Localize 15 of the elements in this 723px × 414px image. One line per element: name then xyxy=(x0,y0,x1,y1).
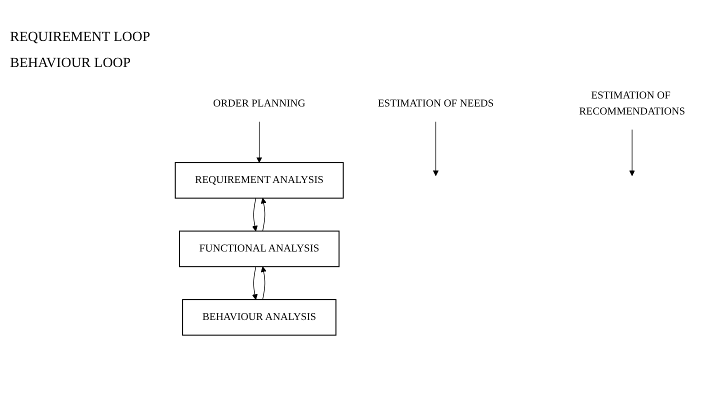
node-text: ORDER PLANNING xyxy=(213,98,306,110)
arrow xyxy=(260,266,267,300)
loop-label: BEHAVIOUR LOOP xyxy=(10,56,132,72)
arrow xyxy=(432,122,439,176)
node-text: ESTIMATION OF RECOMMENDATIONS xyxy=(579,90,686,118)
arrow xyxy=(260,198,267,232)
node-box: REQUIREMENT ANALYSIS xyxy=(174,162,344,199)
loop-label: REQUIREMENT LOOP xyxy=(10,30,152,46)
arrow xyxy=(256,122,262,164)
node-box: BEHAVIOUR ANALYSIS xyxy=(182,299,336,336)
arrow xyxy=(252,198,258,232)
node-text: ESTIMATION OF NEEDS xyxy=(378,98,494,110)
node-box: FUNCTIONAL ANALYSIS xyxy=(178,230,340,268)
arrow xyxy=(252,266,258,300)
arrow xyxy=(629,130,635,176)
